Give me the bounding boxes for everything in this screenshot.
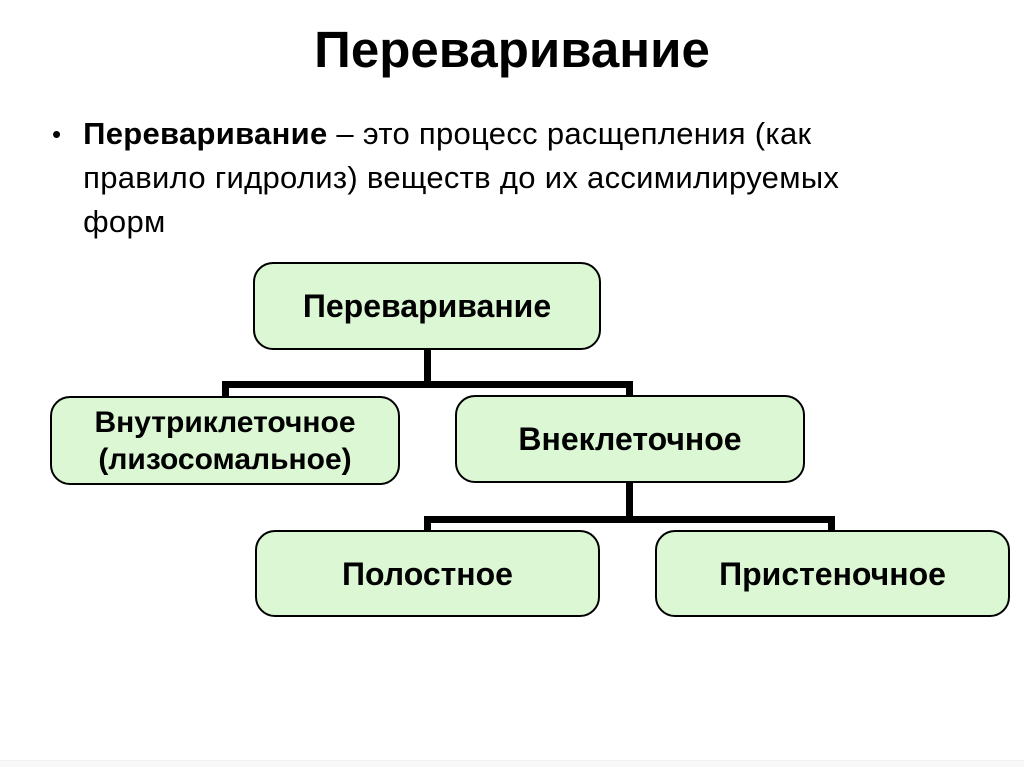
page-title: Переваривание xyxy=(314,21,710,78)
node-extracellular: Внеклеточное xyxy=(455,395,805,483)
node-parietal-digestion: Пристеночное xyxy=(655,530,1010,617)
connector-drop-extracellular xyxy=(626,381,633,397)
connector-extracellular-stem xyxy=(626,482,633,523)
slide-bottom-edge xyxy=(0,760,1024,767)
bullet-definition: – это процесс расщепления (как правило г… xyxy=(83,116,840,239)
node-digestion-root: Переваривание xyxy=(253,262,601,350)
node-cavity-digestion: Полостное xyxy=(255,530,600,617)
connector-drop-intracellular xyxy=(222,381,229,398)
connector-level2-crossbar xyxy=(424,516,835,523)
connector-drop-cavity xyxy=(424,516,431,532)
bullet-term: Переваривание xyxy=(83,116,328,151)
connector-drop-parietal xyxy=(828,516,835,532)
connector-root-stem xyxy=(424,349,431,385)
connector-level1-crossbar xyxy=(222,381,633,388)
bullet-item: • Переваривание – это процесс расщеплени… xyxy=(52,112,942,244)
bullet-marker: • xyxy=(52,119,62,149)
node-intracellular-lysosomal: Внутриклеточное (лизосомальное) xyxy=(50,396,400,485)
bullet-text: Переваривание – это процесс расщепления … xyxy=(83,112,839,244)
